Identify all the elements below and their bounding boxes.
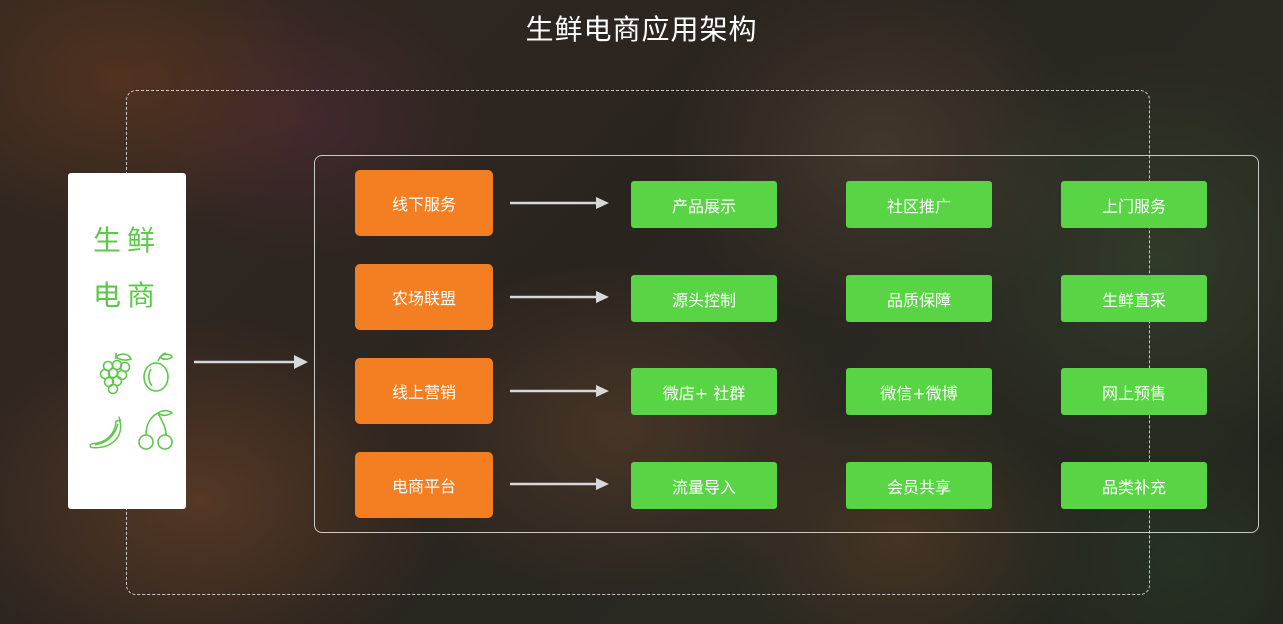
category-farm-alliance: 农场联盟: [355, 264, 493, 330]
row-arrow: [510, 197, 609, 209]
category-ecommerce-platform: 电商平台: [355, 452, 493, 518]
item-category-supplement: 品类补充: [1061, 462, 1207, 509]
brand-line-2: 电商: [92, 279, 161, 312]
row-arrow: [510, 385, 609, 397]
item-traffic-import: 流量导入: [631, 462, 777, 509]
item-product-display: 产品展示: [631, 181, 777, 228]
item-online-presale: 网上预售: [1061, 368, 1207, 415]
item-direct-purchase: 生鲜直采: [1061, 275, 1207, 322]
plum-icon: [143, 352, 173, 392]
brand-line-1: 生鲜: [92, 224, 161, 257]
item-quality-assurance: 品质保障: [846, 275, 992, 322]
grape-icon: [99, 353, 133, 395]
row-arrow: [510, 478, 609, 490]
row-arrow: [510, 291, 609, 303]
item-member-sharing: 会员共享: [846, 462, 992, 509]
item-door-service: 上门服务: [1061, 181, 1207, 228]
main-flow-arrow: [194, 355, 308, 369]
item-wechat-weibo: 微信+微博: [846, 368, 992, 415]
category-online-marketing: 线上营销: [355, 358, 493, 424]
brand-card: 生鲜 电商: [68, 173, 186, 509]
cherry-icon: [138, 409, 174, 450]
item-community-promotion: 社区推广: [846, 181, 992, 228]
item-source-control: 源头控制: [631, 275, 777, 322]
banana-icon: [89, 416, 122, 449]
architecture-frame: [314, 155, 1259, 533]
page-title: 生鲜电商应用架构: [525, 13, 758, 46]
item-microstore-community: 微店+ 社群: [631, 368, 777, 415]
category-offline-service: 线下服务: [355, 170, 493, 236]
